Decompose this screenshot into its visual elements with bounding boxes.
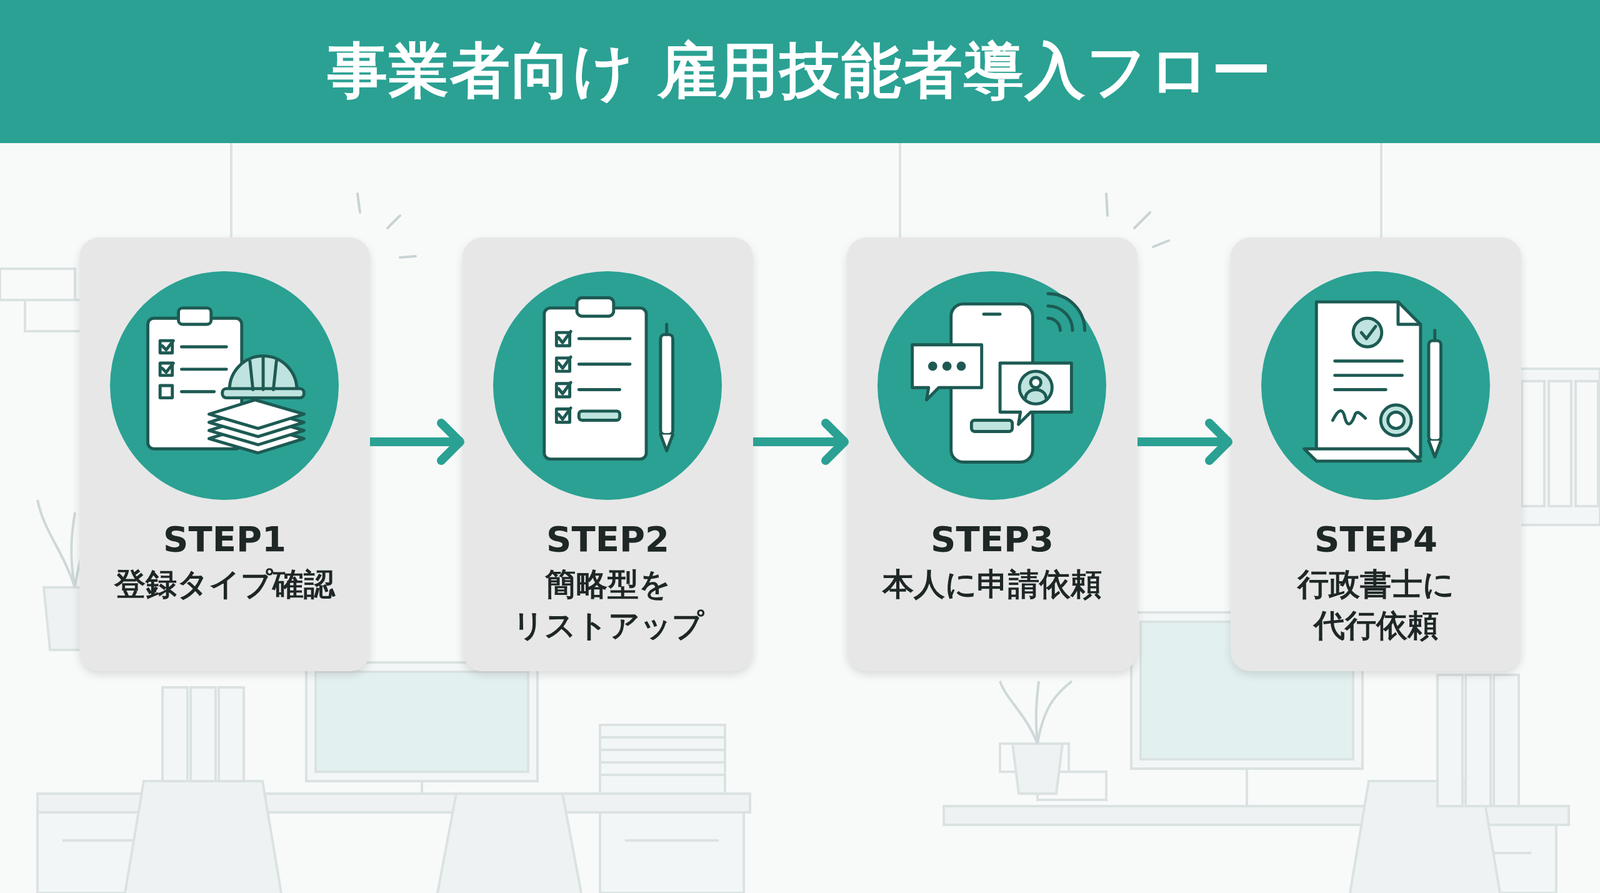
arrow-head [441,423,460,461]
flow-arrow [753,423,847,461]
step-label: 簡略型を リストアップ [475,563,741,647]
title: 事業者向け 雇用技能者導入フロー [327,31,1272,113]
office-illustration [0,143,1600,893]
step-number: STEP2 [462,517,754,562]
step-card: STEP4行政書士に 代行依頼 [1230,237,1522,672]
flow-arrow [1137,423,1231,461]
step-label: 行政書士に 代行依頼 [1243,563,1509,647]
step-card: STEP3本人に申請依頼 [846,237,1138,672]
flow-arrow [370,423,463,461]
arrow-shaft [1137,437,1231,447]
title-band: 事業者向け 雇用技能者導入フロー [0,0,1600,144]
arrow-shaft [753,437,847,447]
step-label: 本人に申請依頼 [859,563,1125,605]
arrow-head [825,423,845,461]
step-card: STEP1登録タイプ確認 [79,237,370,672]
step-number: STEP1 [79,517,370,562]
step-number: STEP3 [846,517,1138,562]
step-card: STEP2簡略型を リストアップ [462,237,754,672]
arrow-head [1209,423,1229,461]
step-label: 登録タイプ確認 [91,563,358,605]
step-number: STEP4 [1230,517,1522,562]
arrow-shaft [370,437,463,447]
